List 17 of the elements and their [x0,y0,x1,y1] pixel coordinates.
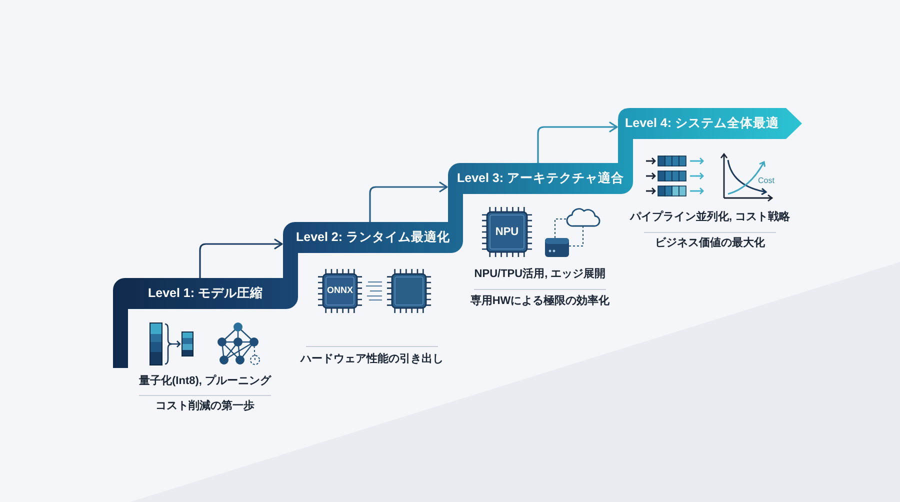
chart-label: Cost [758,177,774,186]
step-arrow [369,182,448,222]
level-banner: Level 3: アーキテクチャ適合 [448,163,633,194]
caption-text: NPU/TPU活用, エッジ展開 [474,267,606,282]
step-arrow [537,122,618,163]
level-banner: Level 2: ランタイム最適化 [283,222,463,253]
caption-text: ハードウェア性能の引き出し [300,352,444,367]
caption-text: コスト削減の第一歩 [156,399,254,414]
level-banner: Level 1: モデル圧縮 [113,278,298,309]
level-banner: Level 4: システム全体最適 [618,108,802,139]
caption-text: ビジネス価値の最大化 [655,236,765,251]
chip-label: NPU [495,226,519,238]
caption-text: 専用HWによる極限の効率化 [470,294,610,309]
step-arrow [199,238,283,278]
caption-text: パイプライン並列化, コスト戦略 [630,210,790,225]
caption-text: 量子化(Int8), プルーニング [139,374,271,389]
chip-label: ONNX [327,286,353,296]
